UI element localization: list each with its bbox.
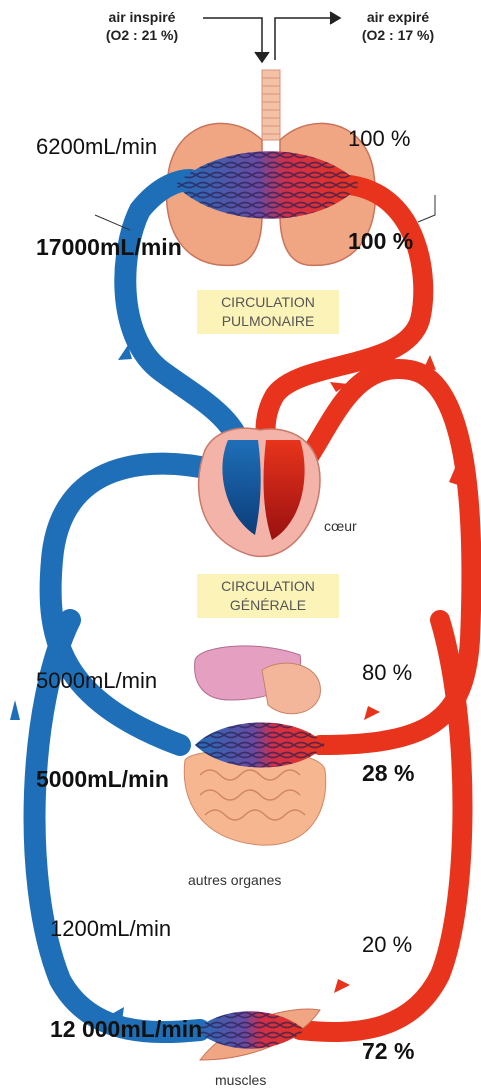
systemic-circulation-box: CIRCULATION GÉNÉRALE: [197, 574, 339, 618]
muscles-rest-pct: 20 %: [362, 932, 412, 958]
pulmonary-rest-flow: 6200mL/min: [36, 134, 157, 160]
air-arrows: [203, 12, 340, 62]
pulmonary-box-line2: PULMONAIRE: [203, 312, 333, 331]
air-expired-o2: (O2 : 17 %): [348, 26, 448, 44]
heart: [199, 428, 320, 556]
muscles-exercise-pct: 72 %: [362, 1038, 414, 1065]
air-inspired-o2: (O2 : 21 %): [92, 26, 192, 44]
muscles-rest-flow: 1200mL/min: [50, 916, 171, 942]
trachea: [262, 70, 280, 140]
systemic-box-line2: GÉNÉRALE: [203, 596, 333, 615]
systemic-box-line1: CIRCULATION: [203, 577, 333, 596]
organs-rest-pct: 80 %: [362, 660, 412, 686]
pulmonary-box-line1: CIRCULATION: [203, 293, 333, 312]
pulmonary-exercise-flow: 17000mL/min: [36, 234, 182, 261]
air-inspired-text: air inspiré: [92, 8, 192, 26]
organs-exercise-pct: 28 %: [362, 760, 414, 787]
muscles-exercise-flow: 12 000mL/min: [50, 1016, 202, 1043]
muscles-label: muscles: [215, 1072, 266, 1088]
heart-label: cœur: [324, 518, 357, 534]
pulmonary-exercise-sat: 100 %: [348, 228, 413, 255]
pulmonary-rest-sat: 100 %: [348, 126, 410, 152]
organs-rest-flow: 5000mL/min: [36, 668, 157, 694]
organs-exercise-flow: 5000mL/min: [36, 766, 169, 793]
air-expired-text: air expiré: [348, 8, 448, 26]
pulmonary-circulation-box: CIRCULATION PULMONAIRE: [197, 290, 339, 334]
air-expired-label: air expiré (O2 : 17 %): [348, 8, 448, 44]
air-inspired-label: air inspiré (O2 : 21 %): [92, 8, 192, 44]
organs-label: autres organes: [188, 872, 281, 888]
